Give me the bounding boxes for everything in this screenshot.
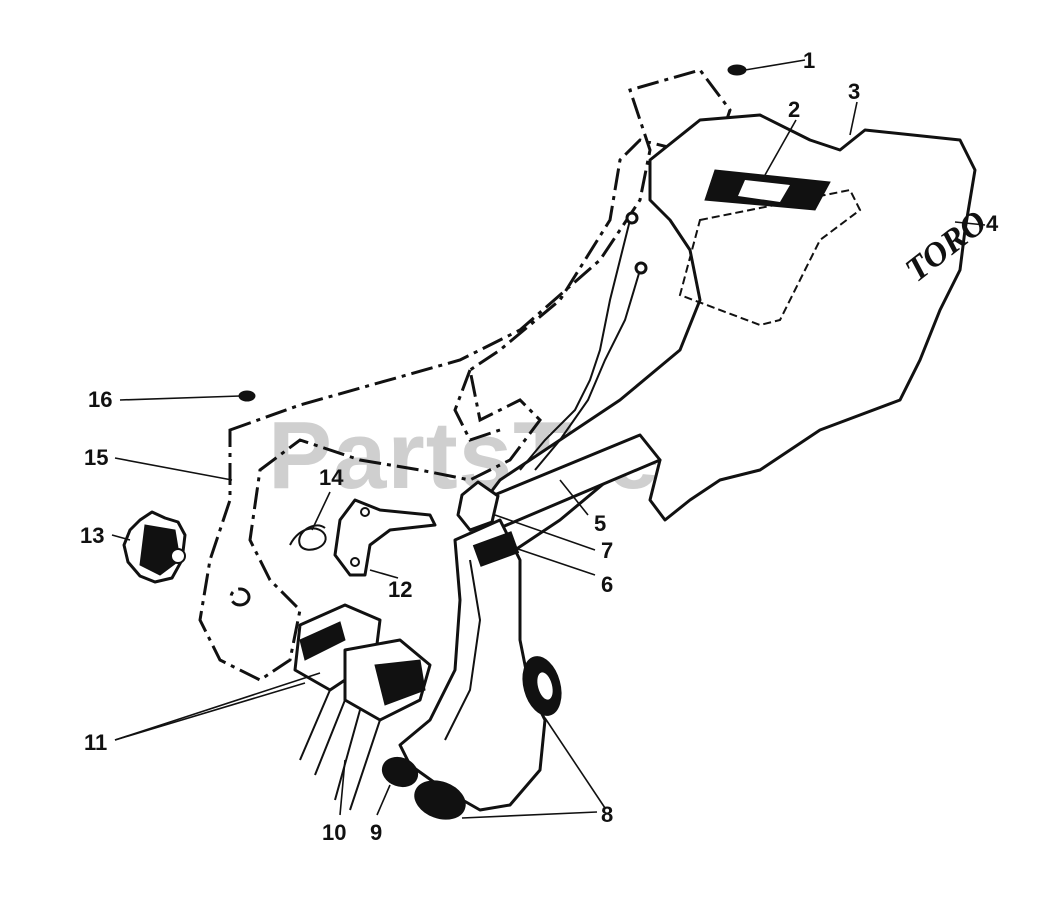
callout-16: 16 (88, 387, 112, 412)
bumper-8-lower (414, 780, 466, 820)
leader-13 (111, 534, 131, 541)
callout-1: 1 (803, 48, 815, 73)
rear-housing-hole (229, 587, 251, 607)
callout-10: 10 (322, 820, 346, 845)
leader-1 (744, 59, 806, 71)
leader-3 (849, 101, 858, 136)
callout-13: 13 (80, 523, 104, 548)
callout-3: 3 (848, 79, 860, 104)
leader-8a (544, 717, 606, 809)
wire-harness-2 (534, 269, 641, 471)
leader-2 (764, 119, 797, 176)
knob-13 (122, 510, 187, 584)
decal-stripe (738, 180, 790, 202)
bracket-12 (333, 498, 437, 577)
bracket-hole-a (360, 507, 370, 517)
bumper-9 (381, 756, 419, 788)
leader-15 (114, 457, 233, 481)
actuator-assembly-11 (293, 603, 432, 811)
callout-15: 15 (84, 445, 108, 470)
callout-14: 14 (319, 465, 344, 490)
leader-8b (461, 811, 598, 819)
bracket-hole-b (350, 557, 360, 567)
callout-8: 8 (601, 802, 613, 827)
leader-10 (339, 759, 346, 816)
leader-4 (954, 221, 986, 226)
callout-11: 11 (84, 730, 107, 755)
leader-16 (119, 395, 241, 401)
wire-harness (519, 219, 631, 471)
bumper-8-upper (522, 656, 562, 716)
leader-5 (559, 479, 589, 516)
leader-11b (114, 672, 321, 741)
screw-1 (727, 64, 747, 76)
grip-inner-edge (444, 559, 482, 741)
callout-9: 9 (370, 820, 382, 845)
label-plate-6 (472, 531, 520, 567)
callout-2: 2 (788, 97, 800, 122)
leader-9 (376, 784, 391, 816)
decal-frame (678, 188, 862, 327)
front-grip-housing (398, 518, 547, 812)
leader-11a (114, 682, 306, 741)
leader-7 (494, 514, 596, 551)
rear-housing-inner-edge (453, 369, 501, 442)
callout-6: 6 (601, 572, 613, 597)
callout-7: 7 (601, 538, 613, 563)
callout-5: 5 (594, 511, 606, 536)
callout-12: 12 (388, 577, 412, 602)
screw-16 (238, 390, 256, 402)
spring-14 (289, 524, 327, 551)
wire-terminal-mid (634, 261, 648, 275)
leader-6 (514, 547, 596, 576)
callout-4: 4 (986, 211, 999, 236)
wire-terminal-top (625, 211, 639, 225)
main-shroud-housing (468, 113, 977, 562)
leader-14 (311, 491, 331, 531)
rear-housing-outline (198, 68, 732, 682)
leader-12 (369, 569, 399, 579)
